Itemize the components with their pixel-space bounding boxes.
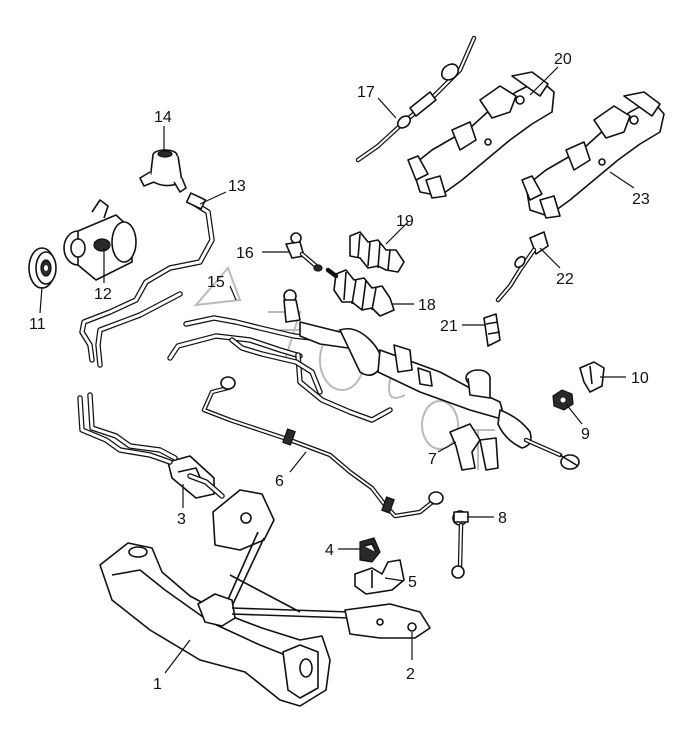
callout-20: 20 (554, 51, 572, 68)
callout-4: 4 (325, 542, 334, 559)
callout-12: 12 (94, 286, 112, 303)
intermediate-shaft-part-22 (495, 231, 549, 303)
callout-19: 19 (396, 213, 414, 230)
callout-15: 15 (207, 274, 225, 291)
supply-hose-part-13 (79, 192, 215, 368)
steering-column-part-23 (521, 91, 665, 219)
callout-14: 14 (154, 109, 172, 126)
callout-8: 8 (498, 510, 507, 527)
callout-11: 11 (29, 316, 46, 333)
steering-column-part-20 (407, 71, 555, 199)
bush-clamp-part-5 (354, 559, 405, 595)
callout-23: 23 (632, 191, 650, 208)
rubber-bush-part-4 (359, 537, 381, 563)
fluid-reservoir-part-14 (139, 149, 187, 193)
callout-13: 13 (228, 178, 246, 195)
steering-pump-part-12 (63, 199, 137, 281)
tie-rod-end-part-16 (285, 232, 323, 272)
pulley-part-11 (28, 247, 57, 289)
fitting-part-21 (483, 313, 501, 347)
callout-9: 9 (581, 426, 590, 443)
bracket-assembly-part-2 (197, 489, 431, 639)
callout-5: 5 (408, 574, 417, 591)
steering-rack-assembly (283, 289, 580, 470)
callout-3: 3 (177, 511, 186, 528)
nut-part-9 (552, 389, 574, 411)
callout-7: 7 (428, 451, 437, 468)
callout-22: 22 (556, 271, 574, 288)
callout-6: 6 (275, 473, 284, 490)
callout-21: 21 (440, 318, 458, 335)
rack-bracket-part-7 (449, 423, 499, 471)
clip-part-10 (579, 361, 605, 393)
leader-lines (39, 66, 635, 674)
pressure-pipe-part-15 (77, 315, 393, 499)
stabilizer-bar-part-6 (201, 376, 444, 519)
steering-shaft-part-17 (355, 35, 477, 163)
callout-10: 10 (631, 370, 649, 387)
callout-1: 1 (153, 676, 162, 693)
callout-numbers: 1 2 3 4 5 6 7 8 9 10 11 12 13 14 15 16 1… (29, 51, 650, 693)
rack-boot-part-18 (325, 267, 395, 317)
drop-link-part-8 (451, 510, 469, 579)
callout-18: 18 (418, 297, 436, 314)
callout-16: 16 (236, 245, 254, 262)
callout-17: 17 (357, 84, 375, 101)
callout-2: 2 (406, 666, 415, 683)
rack-boot-part-19 (349, 231, 405, 273)
